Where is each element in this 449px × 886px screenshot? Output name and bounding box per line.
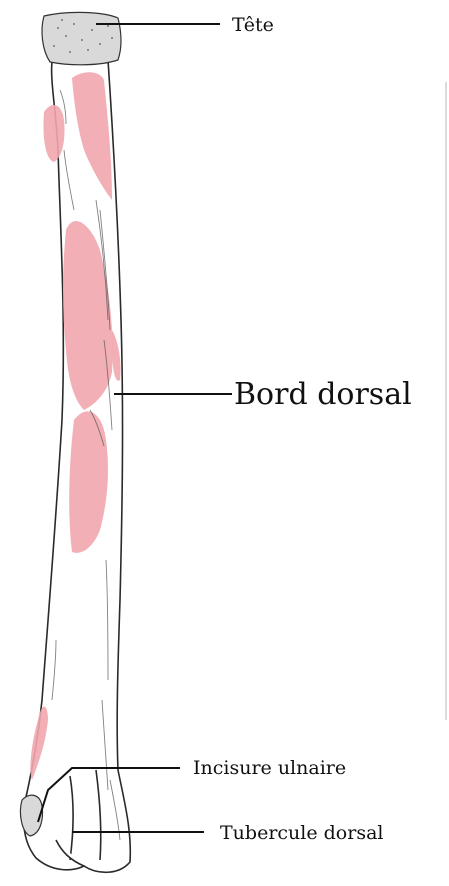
label-dorsal-border: Bord dorsal — [234, 377, 412, 412]
label-head: Tête — [232, 14, 274, 36]
label-ulnar-notch: Incisure ulnaire — [193, 757, 346, 779]
label-dorsal-tubercle: Tubercule dorsal — [220, 822, 383, 844]
radius-head — [42, 12, 121, 64]
